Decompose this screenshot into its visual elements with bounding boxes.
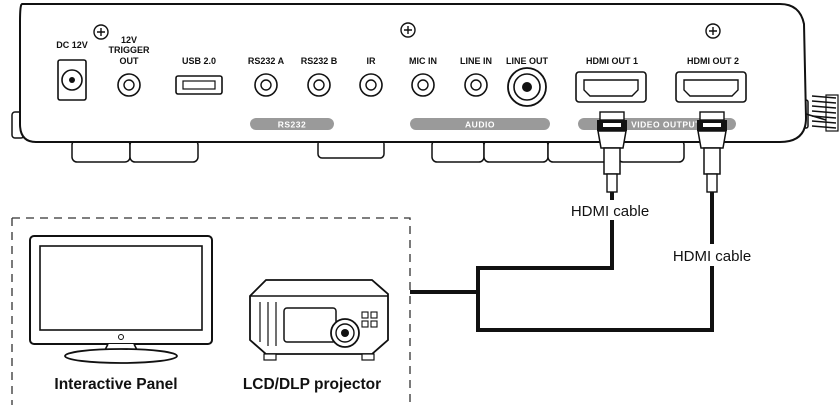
display-group-frame [11,217,411,405]
line-out-jack [507,67,547,107]
hdmi-plug-2 [697,111,727,193]
ir-jack [359,73,383,97]
label-projector: LCD/DLP projector [243,376,381,393]
label-interactive-panel: Interactive Panel [54,376,177,393]
hdmi-plug-1 [597,111,627,193]
rs232a-jack [254,73,278,97]
mic-in-jack [411,73,435,97]
port-label-trigger-1: 12V [121,35,137,45]
port-label-hdmi-out-2: HDMI OUT 2 [687,56,739,66]
port-label-usb: USB 2.0 [182,56,216,66]
screw-icon [705,23,721,39]
cable-label-1: HDMI cable [571,203,649,220]
port-label-ir: IR [367,56,377,66]
side-connector [805,94,839,132]
screw-icon [93,24,109,40]
trigger-jack [117,73,141,97]
port-label-line-out: LINE OUT [506,56,549,66]
group-bar-rs232 [250,118,334,130]
group-label-rs232: RS232 [278,120,307,130]
group-label-video-output: VIDEO OUTPUT [631,120,701,130]
line-in-jack [464,73,488,97]
interactive-panel-icon [29,235,213,364]
port-label-mic-in: MIC IN [409,56,437,66]
group-bar-audio [410,118,550,130]
rs232b-jack [307,73,331,97]
port-label-trigger-2: TRIGGER [108,45,150,55]
hdmi-cable-1 [476,192,614,292]
screw-icon [400,22,416,38]
hdmi-out-2-port [675,71,747,103]
port-label-rs232a: RS232 A [248,56,285,66]
hdmi-out-1-port [575,71,647,103]
port-label-hdmi-out-1: HDMI OUT 1 [586,56,638,66]
dc-power-jack [57,59,87,101]
usb-port [175,75,223,95]
projector-icon [249,279,389,361]
port-label-trigger-3: OUT [120,56,140,66]
cable-label-2: HDMI cable [673,248,751,265]
device-rear-panel: DC 12V 12V TRIGGER OUT USB 2.0 RS232 A R… [11,3,839,163]
port-label-dc-12v: DC 12V [56,40,88,50]
port-label-line-in: LINE IN [460,56,492,66]
port-label-rs232b: RS232 B [301,56,338,66]
group-label-audio: AUDIO [465,120,495,130]
